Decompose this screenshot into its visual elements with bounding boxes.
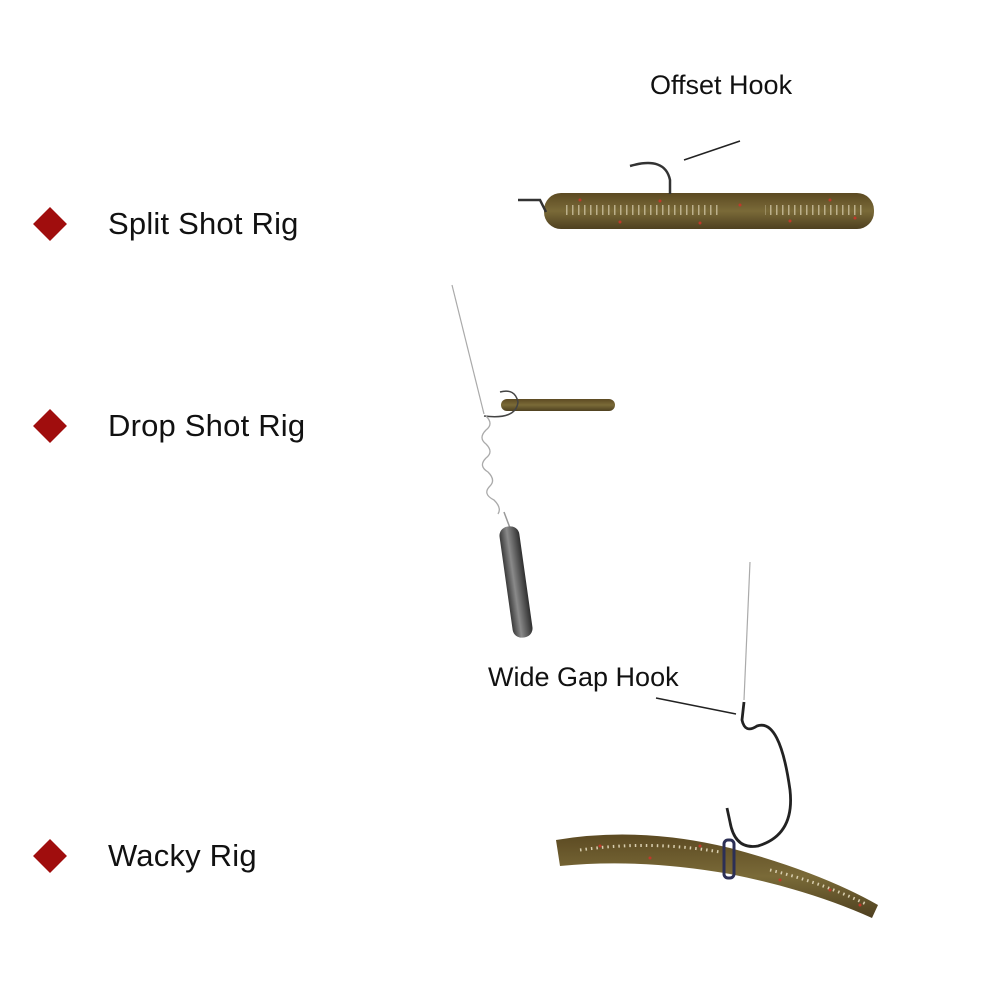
o-ring-icon bbox=[722, 838, 736, 880]
fishing-line bbox=[743, 561, 751, 701]
rig-item-wacky: Wacky Rig bbox=[0, 838, 257, 874]
wide-gap-hook-icon bbox=[725, 701, 792, 848]
wacky-rig-illustration bbox=[556, 561, 878, 918]
offset-hook-icon bbox=[629, 161, 672, 194]
callout-wide-gap-hook: Wide Gap Hook bbox=[488, 662, 679, 692]
callout-offset-hook: Offset Hook bbox=[650, 70, 793, 100]
rig-item-drop-shot: Drop Shot Rig bbox=[0, 408, 305, 444]
worm-icon bbox=[501, 399, 615, 411]
sinker-icon bbox=[499, 526, 533, 638]
fishing-line bbox=[451, 284, 485, 415]
hook-icon bbox=[483, 390, 519, 418]
offset-hook-leader-line bbox=[683, 140, 741, 161]
rig-item-split-shot: Split Shot Rig bbox=[0, 206, 299, 242]
worm-icon bbox=[556, 834, 878, 918]
rig-label-wacky: Wacky Rig bbox=[108, 838, 257, 873]
drop-shot-illustration bbox=[451, 284, 615, 638]
rig-label-split-shot: Split Shot Rig bbox=[108, 206, 299, 241]
wide-gap-leader-line bbox=[655, 697, 737, 715]
split-shot-illustration bbox=[518, 140, 874, 229]
rig-label-drop-shot: Drop Shot Rig bbox=[108, 408, 306, 443]
